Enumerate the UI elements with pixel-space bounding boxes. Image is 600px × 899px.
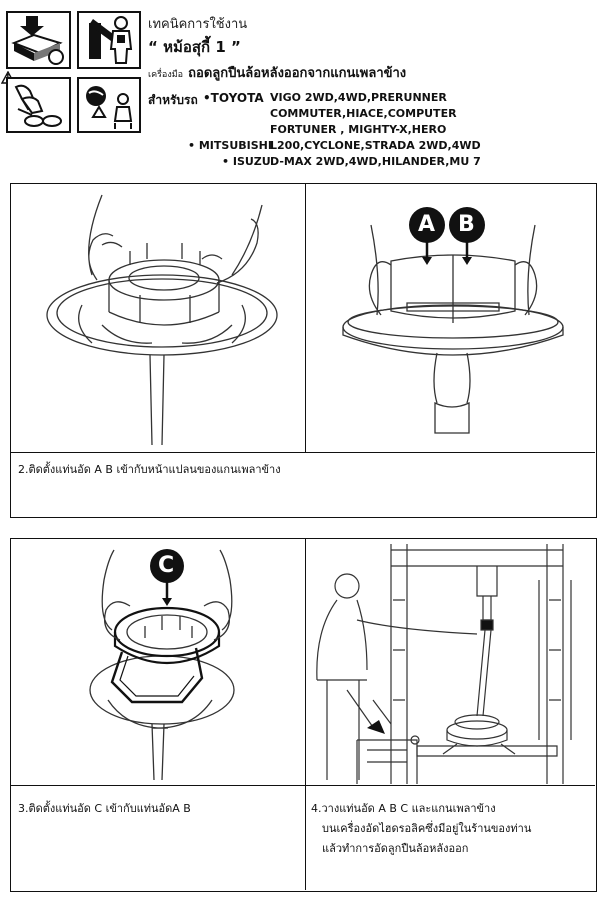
frame-divider-vertical [305,539,306,890]
vehicles-label: สำหรับรถ [148,93,198,107]
tool-description: ถอดลูกปืนล้อหลังออกจากแกนเพลาข้าง [188,66,407,81]
gloves-goggles-icon [6,77,71,133]
recycle-environment-icon [77,77,141,133]
tool-prefix: เครื่องมือ [148,70,184,80]
illustration-hydraulic-press [307,540,594,784]
step-4-caption-line-2: บนเครื่องอัดไฮดรอลิคซึ่งมีอยู่ในร้านของท… [322,822,532,835]
label-b: B [458,212,475,237]
label-c: C [158,553,175,578]
book-icon [6,11,71,69]
model-line: VIGO 2WD,4WD,PRERUNNER [270,91,447,104]
step-3-caption: 3.ติดตั้งแท่นอัด C เข้ากับแท่นอัดA B [18,802,191,815]
step-4-caption-line-3: แล้วทำการอัดลูกปืนล้อหลังออก [322,842,469,855]
product-name: “ หม้อสุกี้ 1 ” [148,38,241,56]
model-line: D-MAX 2WD,4WD,HILANDER,MU 7 [270,155,481,168]
illustration-plate-c: C [12,540,304,784]
step-3-4-frame [10,538,597,892]
frame-divider-horizontal [11,452,595,453]
safety-gear-icon [77,11,141,69]
make-toyota: •TOYOTA [203,91,264,105]
model-line: COMMUTER,HIACE,COMPUTER [270,107,457,120]
frame-divider-horizontal [11,785,595,786]
make-isuzu: • ISUZU [222,155,271,168]
step-2-caption: 2.ติดตั้งแท่นอัด A B เข้ากับหน้าแปลนของแ… [18,463,281,476]
illustration-hub-plates [12,185,304,451]
model-line: FORTUNER , MIGHTY-X,HERO [270,123,447,136]
step-2-frame [10,183,597,518]
label-a: A [418,212,436,237]
step-4-caption-line-1: 4.วางแท่นอัด A B C และแกนเพลาข้าง [311,802,496,815]
model-line: L200,CYCLONE,STRADA 2WD,4WD [270,139,481,152]
make-mitsubishi: • MITSUBISHI [188,139,272,152]
tool-line: เครื่องมือ ถอดลูกปืนล้อหลังออกจากแกนเพลา… [148,62,406,83]
section-label: เทคนิคการใช้งาน [148,17,248,32]
frame-divider-vertical [305,184,306,452]
illustration-plates-ab: A B [307,185,594,451]
